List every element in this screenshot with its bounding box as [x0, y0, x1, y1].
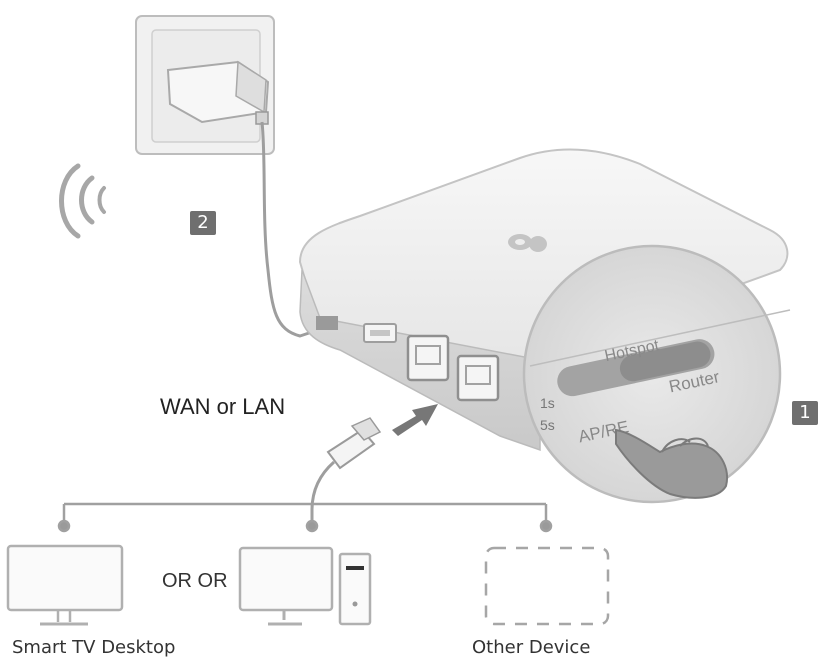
smart-tv-icon	[6, 544, 124, 626]
caption-smart-tv-desktop: Smart TV Desktop	[12, 637, 176, 658]
caption-other-device: Other Device	[472, 637, 591, 658]
connection-tree	[57, 502, 553, 533]
wifi-signal-icon	[59, 163, 106, 239]
mode-switch-knob[interactable]	[618, 339, 713, 384]
ethernet-port-1	[406, 334, 450, 382]
insert-arrow-icon	[392, 404, 438, 436]
switch-label-1s: 1s	[540, 395, 555, 411]
step-1-badge: 1	[792, 401, 818, 425]
step-2-badge: 2	[190, 211, 216, 235]
other-device-icon	[484, 546, 610, 626]
pointing-hand-icon	[615, 428, 728, 499]
brand-logo-icon	[508, 234, 547, 252]
connection-label: WAN or LAN	[160, 394, 286, 419]
power-cable	[260, 121, 319, 338]
desktop-monitor-icon	[238, 546, 334, 626]
power-port	[316, 316, 338, 330]
mode-switch-zoom: Hotspot Router AP/RE 1s 5s	[522, 244, 791, 504]
switch-label-5s: 5s	[540, 417, 555, 433]
desktop-tower-icon	[338, 552, 372, 626]
usb-port	[363, 323, 397, 343]
ethernet-port-2	[456, 354, 500, 402]
power-adapter	[166, 60, 270, 125]
ethernet-cable	[310, 460, 335, 520]
or-or-label: OR OR	[162, 570, 228, 592]
ethernet-plug	[326, 417, 382, 470]
